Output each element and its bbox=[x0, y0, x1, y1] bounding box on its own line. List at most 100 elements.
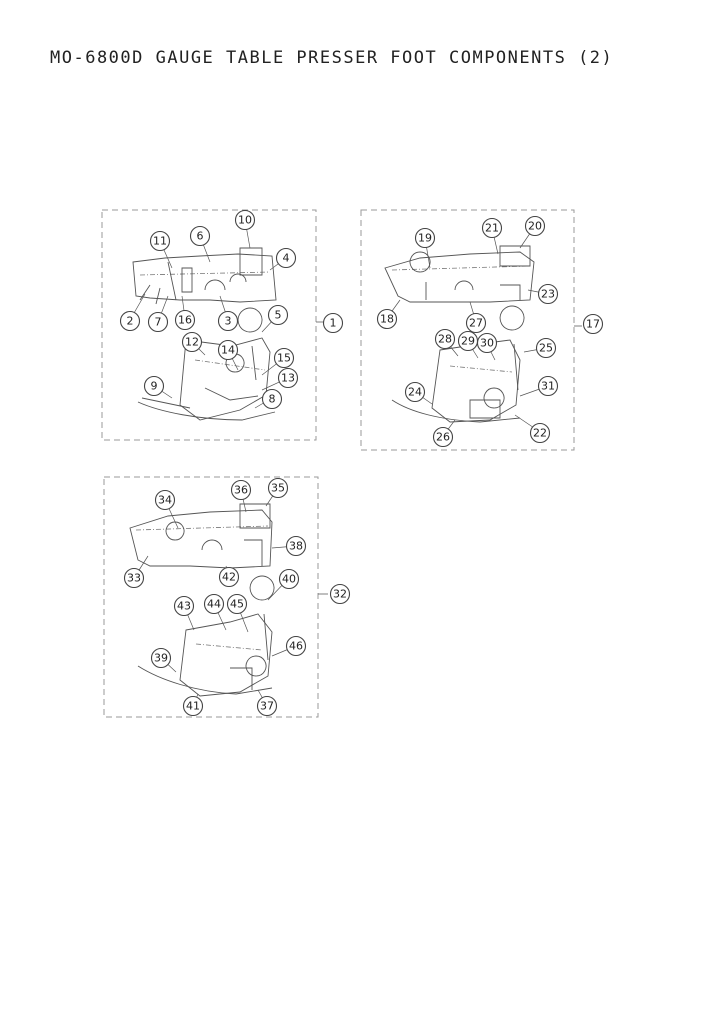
svg-text:29: 29 bbox=[461, 335, 475, 348]
svg-text:20: 20 bbox=[528, 220, 542, 233]
callout-9: 9 bbox=[143, 375, 165, 397]
callout-22: 22 bbox=[529, 422, 551, 444]
page-title: MO-6800D GAUGE TABLE PRESSER FOOT COMPON… bbox=[50, 48, 614, 68]
callout-45: 45 bbox=[226, 593, 248, 615]
callout-5: 5 bbox=[267, 304, 289, 326]
group-frame bbox=[101, 209, 317, 441]
svg-text:36: 36 bbox=[234, 484, 248, 497]
svg-text:22: 22 bbox=[533, 427, 547, 440]
callout-18: 18 bbox=[376, 308, 398, 330]
group-frame bbox=[103, 476, 319, 718]
callout-43: 43 bbox=[173, 595, 195, 617]
callout-10: 10 bbox=[234, 209, 256, 231]
svg-text:35: 35 bbox=[271, 482, 285, 495]
callout-19: 19 bbox=[414, 227, 436, 249]
callout-27: 27 bbox=[465, 312, 487, 334]
svg-text:4: 4 bbox=[283, 252, 290, 265]
svg-text:39: 39 bbox=[154, 652, 168, 665]
svg-text:8: 8 bbox=[269, 393, 276, 406]
group-label-17: 17 bbox=[582, 313, 604, 335]
callout-44: 44 bbox=[203, 593, 225, 615]
svg-text:3: 3 bbox=[225, 315, 232, 328]
svg-text:38: 38 bbox=[289, 540, 303, 553]
part-drawing bbox=[391, 305, 525, 423]
callout-40: 40 bbox=[278, 568, 300, 590]
callouts: 1 17 32 2 3 4 5 6 7 8 9 10 11 12 13 14 1… bbox=[119, 209, 604, 717]
svg-text:10: 10 bbox=[238, 214, 252, 227]
callout-23: 23 bbox=[537, 283, 559, 305]
callout-20: 20 bbox=[524, 215, 546, 237]
callout-21: 21 bbox=[481, 217, 503, 239]
callout-11: 11 bbox=[149, 230, 171, 252]
callout-12: 12 bbox=[181, 331, 203, 353]
group-label-32: 32 bbox=[329, 583, 351, 605]
part-drawing bbox=[132, 247, 277, 305]
callout-28: 28 bbox=[434, 328, 456, 350]
group-frame bbox=[360, 209, 575, 451]
callout-4: 4 bbox=[275, 247, 297, 269]
svg-text:5: 5 bbox=[275, 309, 282, 322]
callout-2: 2 bbox=[119, 310, 141, 332]
svg-text:14: 14 bbox=[221, 344, 235, 357]
svg-text:32: 32 bbox=[333, 588, 347, 601]
callout-39: 39 bbox=[150, 647, 172, 669]
svg-text:42: 42 bbox=[222, 571, 236, 584]
svg-text:17: 17 bbox=[586, 318, 600, 331]
svg-text:26: 26 bbox=[436, 431, 450, 444]
svg-text:25: 25 bbox=[539, 342, 553, 355]
svg-text:7: 7 bbox=[155, 316, 162, 329]
svg-text:37: 37 bbox=[260, 700, 274, 713]
svg-text:13: 13 bbox=[281, 372, 295, 385]
svg-text:23: 23 bbox=[541, 288, 555, 301]
callout-25: 25 bbox=[535, 337, 557, 359]
callout-46: 46 bbox=[285, 635, 307, 657]
svg-text:41: 41 bbox=[186, 700, 200, 713]
svg-text:12: 12 bbox=[185, 336, 199, 349]
callout-7: 7 bbox=[147, 311, 169, 333]
svg-text:16: 16 bbox=[178, 314, 192, 327]
svg-text:1: 1 bbox=[330, 317, 337, 330]
callout-42: 42 bbox=[218, 566, 240, 588]
callout-37: 37 bbox=[256, 695, 278, 717]
part-drawing bbox=[384, 245, 535, 303]
svg-text:30: 30 bbox=[480, 337, 494, 350]
svg-text:9: 9 bbox=[151, 380, 158, 393]
callout-31: 31 bbox=[537, 375, 559, 397]
svg-text:33: 33 bbox=[127, 572, 141, 585]
svg-text:46: 46 bbox=[289, 640, 303, 653]
callout-34: 34 bbox=[154, 489, 176, 511]
svg-text:6: 6 bbox=[197, 230, 204, 243]
callout-16: 16 bbox=[174, 309, 196, 331]
callout-36: 36 bbox=[230, 479, 252, 501]
callout-30: 30 bbox=[476, 332, 498, 354]
svg-text:40: 40 bbox=[282, 573, 296, 586]
callout-26: 26 bbox=[432, 426, 454, 448]
svg-text:27: 27 bbox=[469, 317, 483, 330]
part-drawing bbox=[137, 575, 275, 697]
callout-29: 29 bbox=[457, 330, 479, 352]
part-drawing bbox=[129, 503, 273, 569]
callout-6: 6 bbox=[189, 225, 211, 247]
group-label-1: 1 bbox=[322, 312, 344, 334]
callout-33: 33 bbox=[123, 567, 145, 589]
svg-text:28: 28 bbox=[438, 333, 452, 346]
svg-text:34: 34 bbox=[158, 494, 172, 507]
callout-35: 35 bbox=[267, 477, 289, 499]
callout-14: 14 bbox=[217, 339, 239, 361]
callout-24: 24 bbox=[404, 381, 426, 403]
callout-38: 38 bbox=[285, 535, 307, 557]
assembly-group-17 bbox=[360, 209, 582, 451]
svg-text:21: 21 bbox=[485, 222, 499, 235]
callout-3: 3 bbox=[217, 310, 239, 332]
svg-text:31: 31 bbox=[541, 380, 555, 393]
assembly-group-32 bbox=[103, 476, 328, 718]
svg-text:11: 11 bbox=[153, 235, 167, 248]
svg-text:44: 44 bbox=[207, 598, 221, 611]
callout-13: 13 bbox=[277, 367, 299, 389]
svg-text:43: 43 bbox=[177, 600, 191, 613]
svg-text:2: 2 bbox=[127, 315, 134, 328]
callout-15: 15 bbox=[273, 347, 295, 369]
svg-text:45: 45 bbox=[230, 598, 244, 611]
callout-8: 8 bbox=[261, 388, 283, 410]
